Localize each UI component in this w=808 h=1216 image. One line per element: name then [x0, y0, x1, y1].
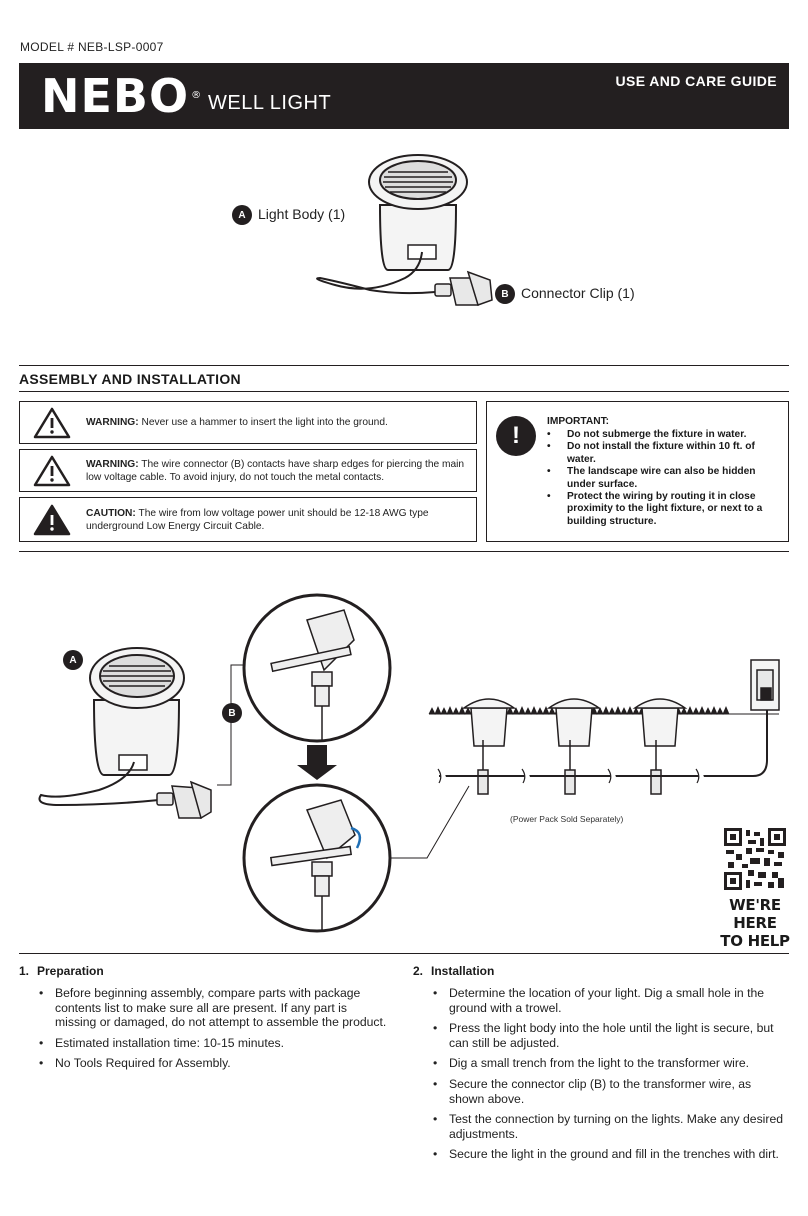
warning-text: WARNING: The wire connector (B) contacts…	[86, 458, 465, 483]
diagram-badge-a: A	[63, 650, 83, 670]
product-name: WELL LIGHT	[208, 92, 332, 114]
step-heading: 1.Preparation	[19, 964, 104, 978]
assembly-title: ASSEMBLY AND INSTALLATION	[19, 371, 241, 387]
list-item: Do not install the fixture within 10 ft.…	[547, 441, 783, 466]
step-list: Determine the location of your light. Di…	[433, 986, 789, 1162]
list-item: No Tools Required for Assembly.	[39, 1056, 389, 1071]
caution-box-cable: CAUTION: The wire from low voltage power…	[19, 497, 477, 542]
caution-text: CAUTION: The wire from low voltage power…	[86, 507, 429, 532]
list-item: Do not submerge the fixture in water.	[547, 429, 783, 442]
power-outlet-illustration	[750, 659, 780, 711]
warning-text: WARNING: Never use a hammer to insert th…	[86, 417, 388, 428]
important-box: ! IMPORTANT: Do not submerge the fixture…	[486, 401, 789, 542]
list-item: Before beginning assembly, compare parts…	[39, 986, 389, 1030]
list-item: The landscape wire can also be hidden un…	[547, 466, 783, 491]
parts-illustration	[316, 154, 493, 306]
warning-box-hammer: WARNING: Never use a hammer to insert th…	[19, 401, 477, 444]
help-callout: WE'RE HERE TO HELP	[720, 896, 790, 950]
connector-clip-illustration	[156, 780, 212, 820]
part-badge-a: A	[232, 205, 252, 225]
warning-triangle-icon	[33, 407, 71, 438]
guide-title: USE AND CARE GUIDE	[615, 73, 777, 89]
warning-triangle-icon	[33, 455, 71, 486]
connector-clip-illustration	[434, 270, 493, 306]
list-item: Test the connection by turning on the li…	[433, 1112, 789, 1141]
step-list: Before beginning assembly, compare parts…	[39, 986, 389, 1071]
step-heading: 2.Installation	[413, 964, 495, 978]
important-title: IMPORTANT:	[547, 416, 610, 427]
step-installation: 2.Installation Determine the location of…	[413, 964, 789, 1168]
section-rule-steps	[19, 953, 789, 954]
part-label-light-body: Light Body (1)	[258, 206, 346, 222]
list-item: Dig a small trench from the light to the…	[433, 1056, 789, 1071]
part-badge-b: B	[495, 284, 515, 304]
section-rule-bottom	[19, 551, 789, 552]
list-item: Estimated installation time: 10-15 minut…	[39, 1036, 389, 1051]
list-item: Protect the wiring by routing it in clos…	[547, 491, 783, 528]
list-item: Secure the connector clip (B) to the tra…	[433, 1077, 789, 1106]
qr-code-icon	[724, 828, 786, 890]
part-label-connector-clip: Connector Clip (1)	[521, 285, 635, 301]
section-rule-top	[19, 365, 789, 366]
caution-triangle-icon	[33, 504, 71, 535]
diagram-badge-b: B	[222, 703, 242, 723]
warning-box-connector: WARNING: The wire connector (B) contacts…	[19, 449, 477, 492]
installation-diagram	[38, 593, 780, 933]
important-list: Do not submerge the fixture in water. Do…	[547, 429, 783, 528]
header-banner: NEBO® WELL LIGHT USE AND CARE GUIDE	[19, 63, 789, 129]
light-body-illustration	[368, 154, 468, 271]
exclamation-icon: !	[496, 416, 536, 456]
model-number: MODEL # NEB-LSP-0007	[20, 40, 164, 54]
section-rule-under-title	[19, 391, 789, 392]
list-item: Press the light body into the hole until…	[433, 1021, 789, 1050]
brand-logo: NEBO®	[41, 69, 203, 123]
list-item: Secure the light in the ground and fill …	[433, 1147, 789, 1162]
step-preparation: 1.Preparation Before beginning assembly,…	[19, 964, 389, 1077]
power-pack-note: (Power Pack Sold Separately)	[510, 814, 624, 824]
list-item: Determine the location of your light. Di…	[433, 986, 789, 1015]
